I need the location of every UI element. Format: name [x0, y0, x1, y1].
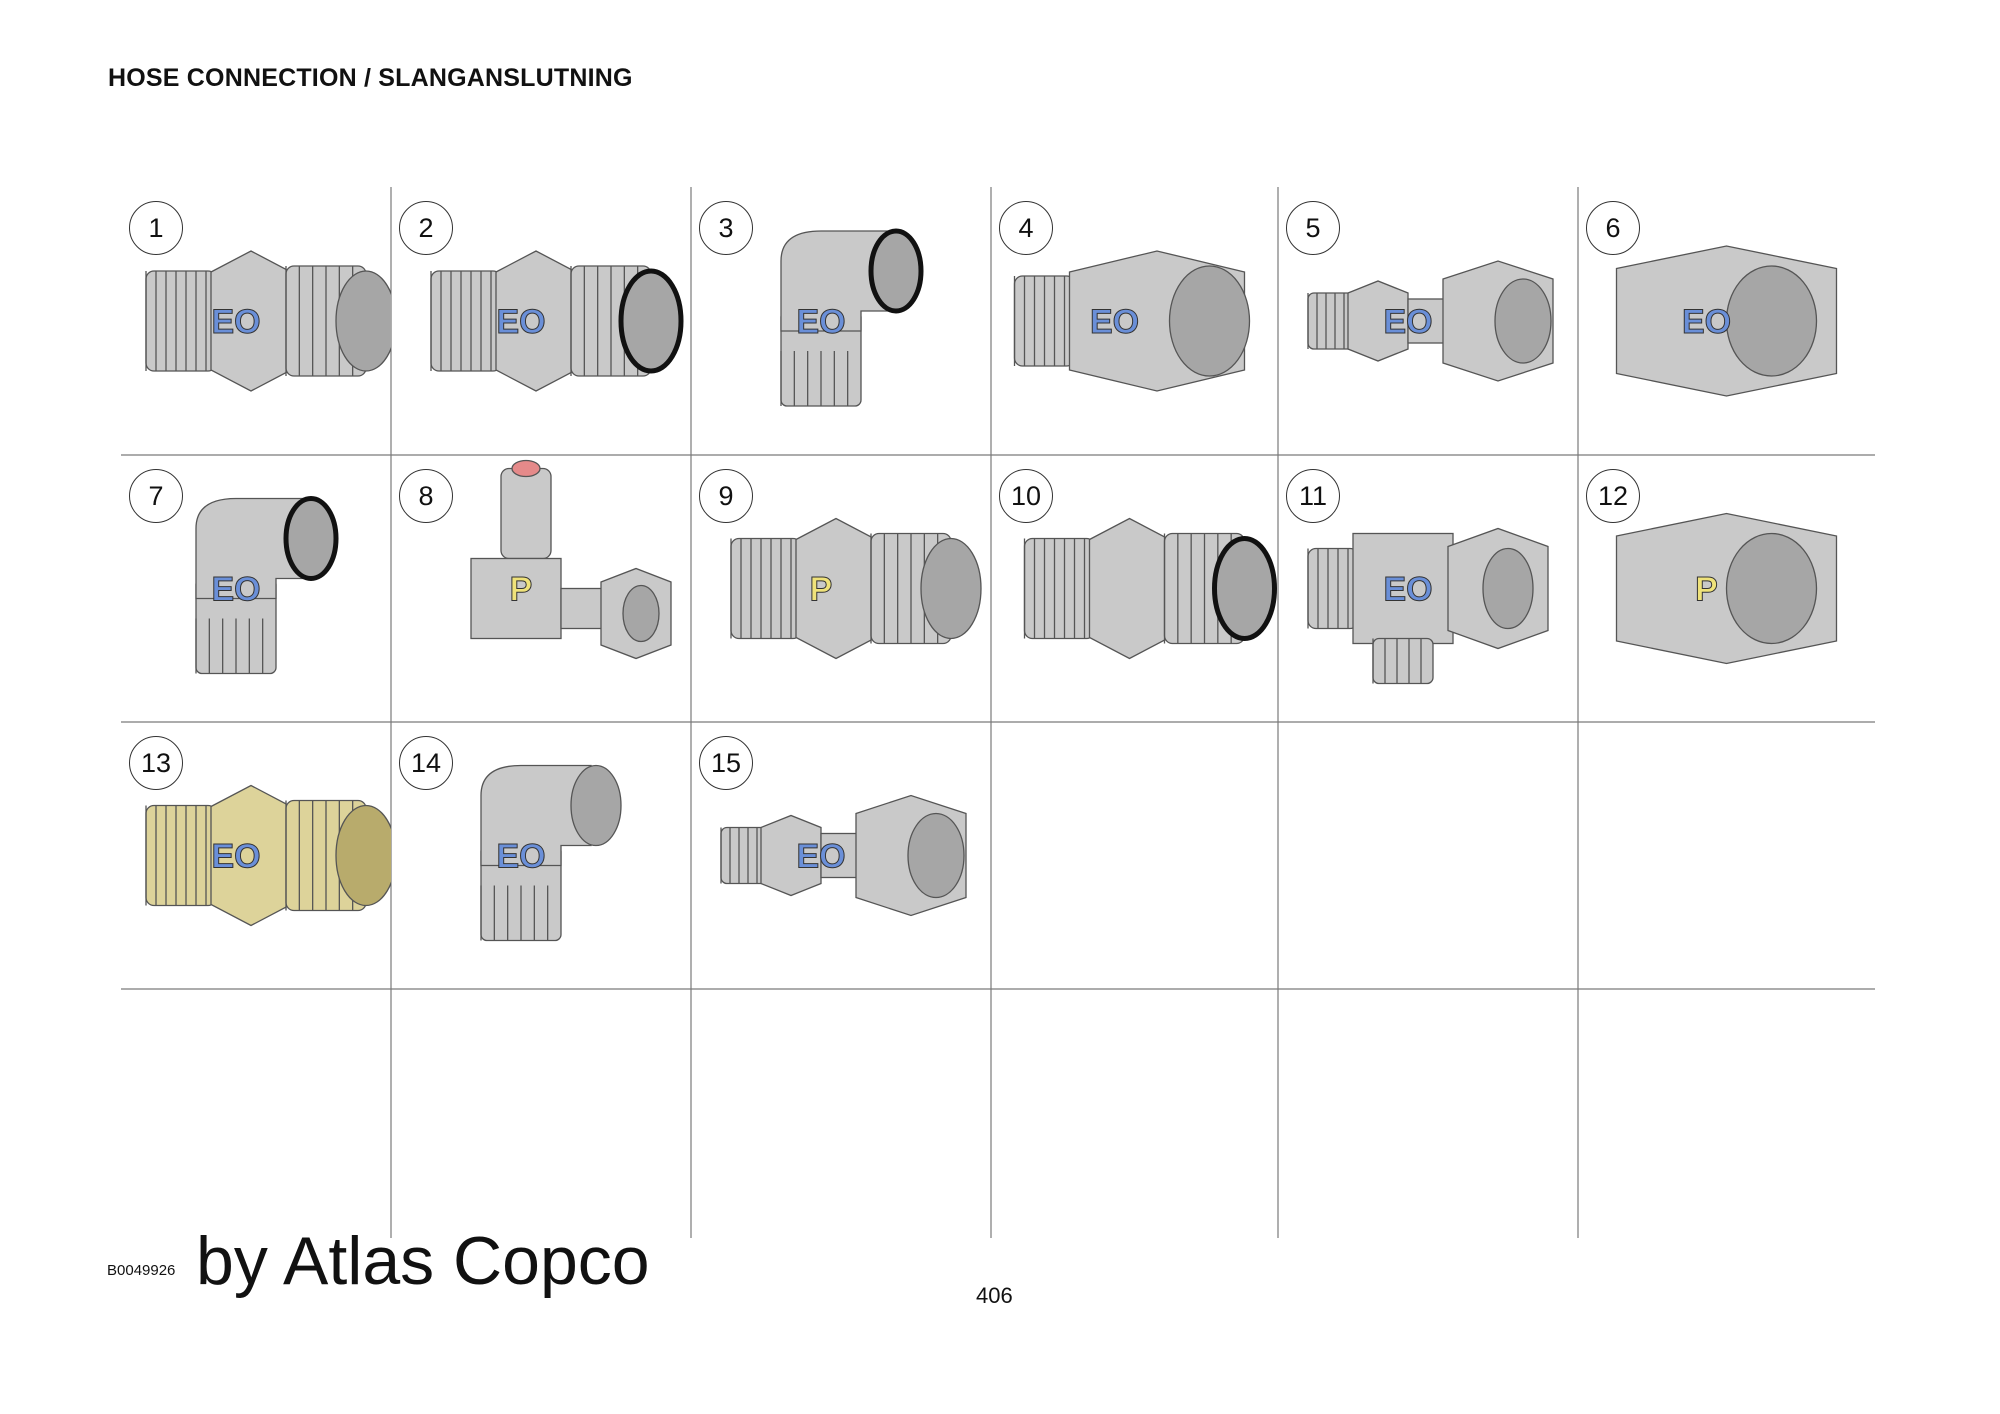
part-cell-4: EO 4 — [991, 187, 1278, 455]
item-number-badge: 10 — [999, 469, 1053, 523]
fitting-illustration-1: EO — [145, 250, 391, 392]
page-number: 406 — [976, 1283, 1013, 1308]
part-cell-5: EO 5 — [1278, 187, 1578, 455]
item-number-badge: 5 — [1286, 201, 1340, 255]
part-cell-15: EO 15 — [691, 722, 991, 989]
item-number-badge: 11 — [1286, 469, 1340, 523]
part-label: P — [510, 571, 533, 609]
fitting-illustration-11: EO — [1307, 527, 1549, 685]
fitting-illustration-7: EO — [195, 496, 339, 675]
item-number-badge: 7 — [129, 469, 183, 523]
fitting-illustration-13: EO — [145, 784, 391, 927]
part-label: EO — [796, 838, 845, 876]
brand-watermark: by Atlas Copco — [196, 1223, 650, 1299]
item-number-badge: 6 — [1586, 201, 1640, 255]
part-label: P — [810, 571, 833, 609]
part-cell-7: EO 7 — [121, 455, 391, 722]
fitting-illustration-15: EO — [720, 794, 967, 917]
fitting-illustration-14: EO — [480, 764, 622, 942]
part-cell-11: EO 11 — [1278, 455, 1578, 722]
part-label: EO — [1383, 303, 1432, 341]
item-number-badge: 2 — [399, 201, 453, 255]
item-number-badge: 8 — [399, 469, 453, 523]
part-cell-14: EO 14 — [391, 722, 691, 989]
item-number-badge: 13 — [129, 736, 183, 790]
item-number-badge: 12 — [1586, 469, 1640, 523]
part-label: P — [1695, 571, 1718, 609]
part-label: EO — [1090, 303, 1139, 341]
fitting-illustration-3: EO — [780, 228, 924, 407]
item-number-badge: 1 — [129, 201, 183, 255]
item-number-badge: 9 — [699, 469, 753, 523]
item-number-badge: 3 — [699, 201, 753, 255]
part-label: EO — [496, 838, 545, 876]
part-label: EO — [1383, 571, 1432, 609]
part-cell-2: EO 2 — [391, 187, 691, 455]
item-number-badge: 15 — [699, 736, 753, 790]
part-cell-12: P 12 — [1578, 455, 1875, 722]
document-id: B0049926 — [107, 1262, 176, 1279]
part-label: EO — [496, 303, 545, 341]
part-label: EO — [1682, 303, 1731, 341]
part-cell-1: EO 1 — [121, 187, 391, 455]
fitting-illustration-9: P — [730, 517, 982, 660]
part-label: EO — [211, 571, 260, 609]
part-label: EO — [211, 303, 260, 341]
item-number-badge: 4 — [999, 201, 1053, 255]
fitting-illustration-10 — [1023, 517, 1277, 660]
item-number-badge: 14 — [399, 736, 453, 790]
part-label: EO — [211, 838, 260, 876]
part-cell-6: EO 6 — [1578, 187, 1875, 455]
fitting-illustration-12: P — [1615, 512, 1838, 665]
page-title: HOSE CONNECTION / SLANGANSLUTNING — [108, 64, 633, 92]
fitting-illustration-2: EO — [430, 250, 684, 392]
fitting-illustration-5: EO — [1307, 260, 1554, 382]
fitting-illustration-8: P — [470, 459, 672, 660]
fitting-illustration-4: EO — [1013, 250, 1251, 392]
part-cell-10: 10 — [991, 455, 1278, 722]
fitting-illustration-6: EO — [1615, 245, 1838, 397]
part-cell-3: EO 3 — [691, 187, 991, 455]
part-cell-13: EO 13 — [121, 722, 391, 989]
part-label: EO — [796, 303, 845, 341]
